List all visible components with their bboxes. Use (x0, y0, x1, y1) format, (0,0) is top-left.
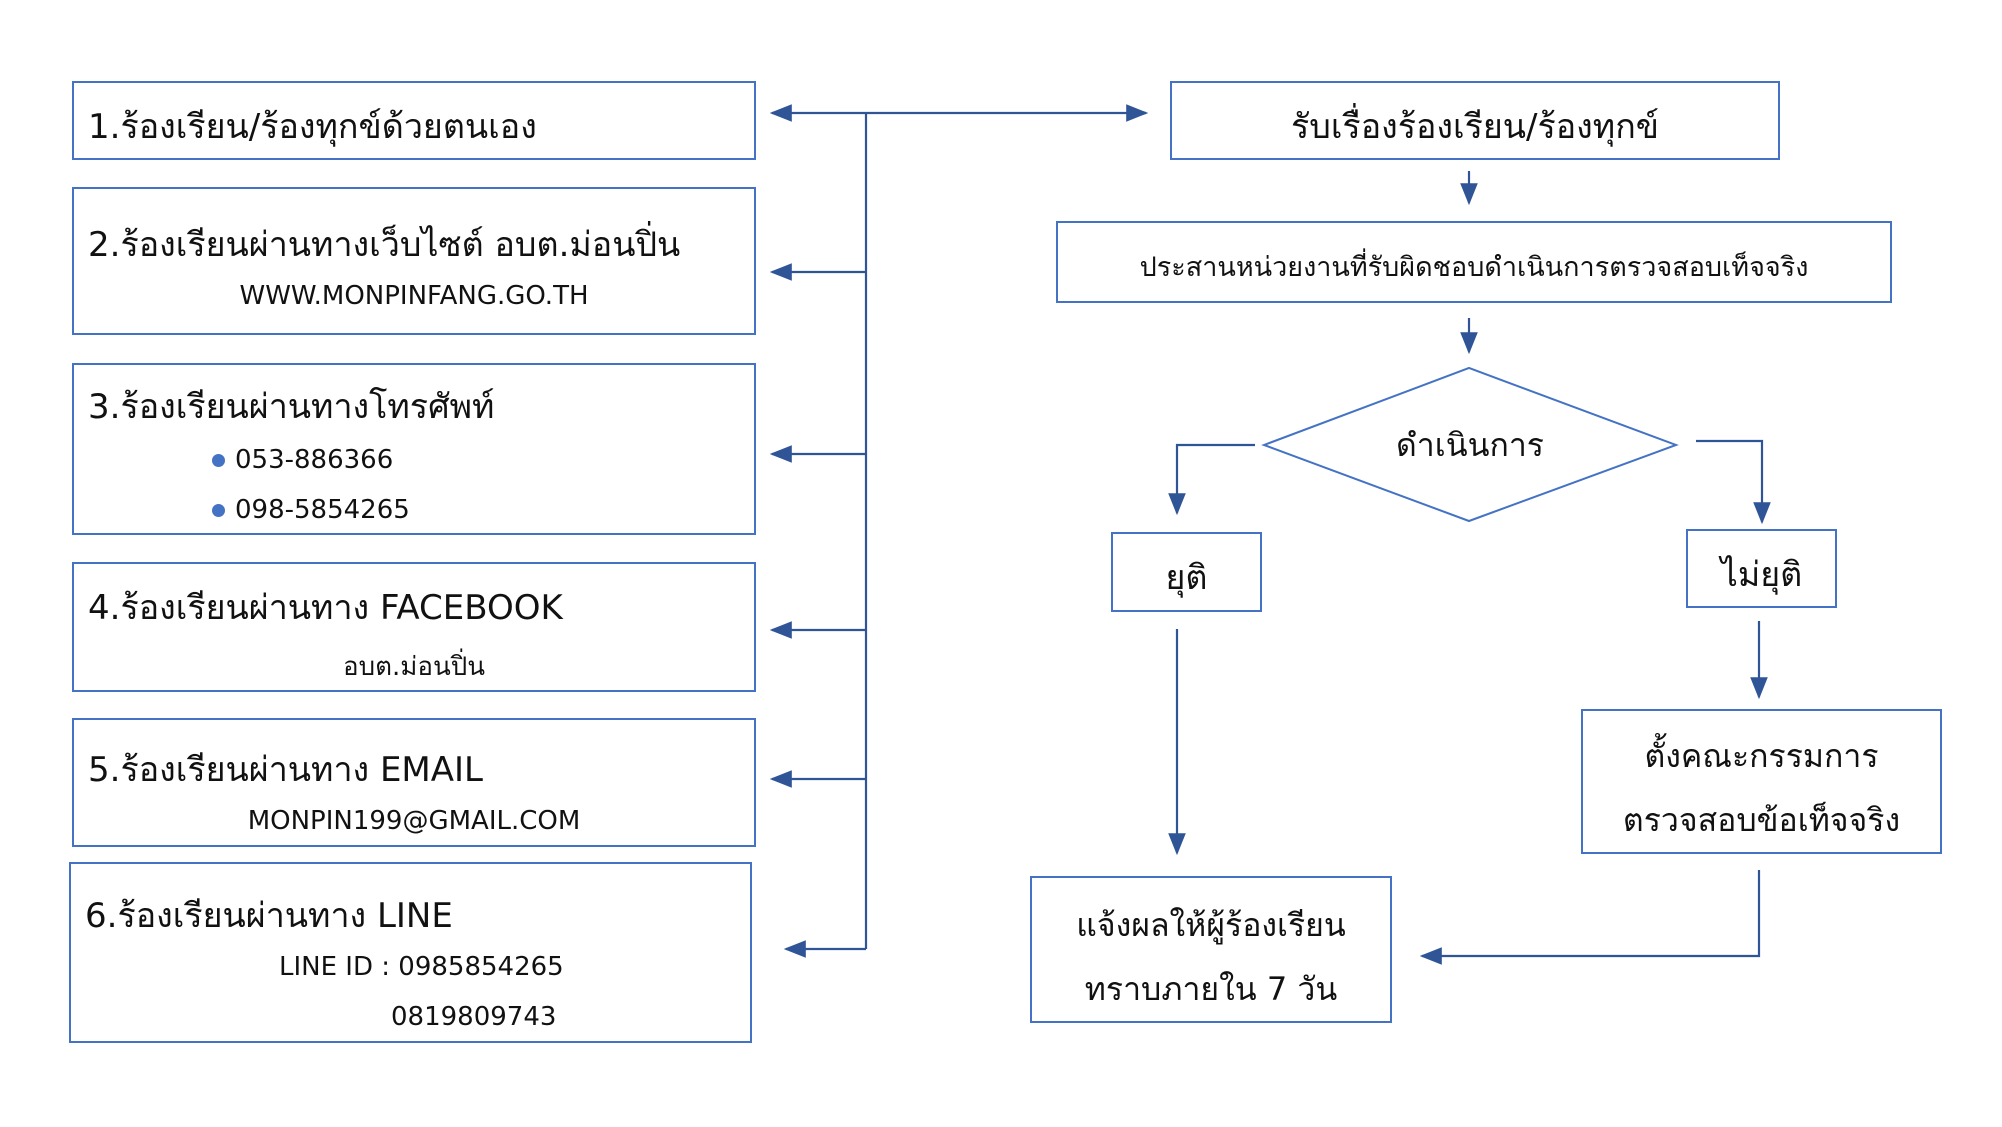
channel-4-box: 4.ร้องเรียนผ่านทาง FACEBOOK อบต.ม่อนปิ่น (72, 562, 756, 692)
channel-6-title: 6.ร้องเรียนผ่านทาง LINE (85, 896, 453, 936)
line-phone: 0819809743 (391, 1002, 557, 1032)
receive-box: รับเรื่องร้องเรียน/ร้องทุกข์ (1170, 81, 1780, 160)
arrow-to-not-ended (1696, 439, 1771, 525)
receive-label: รับเรื่องร้องเรียน/ร้องทุกข์ (1290, 107, 1660, 147)
channel-1-box: 1.ร้องเรียน/ร้องทุกข์ด้วยตนเอง (72, 81, 756, 160)
committee-line2: ตรวจสอบข้อเท็จจริง (1622, 801, 1901, 839)
committee-line1: ตั้งคณะกรรมการ (1644, 737, 1879, 775)
line-id: LINE ID : 0985854265 (279, 952, 564, 982)
not-ended-box: ไม่ยุติ (1686, 529, 1837, 608)
notify-line2: ทราบภายใน 7 วัน (1084, 970, 1338, 1008)
channel-5-title: 5.ร้องเรียนผ่านทาง EMAIL (88, 750, 483, 790)
bullet-icon (212, 504, 225, 517)
coordinate-label: ประสานหน่วยงานที่รับผิดชอบดำเนินการตรวจส… (1139, 252, 1809, 283)
channel-5-box: 5.ร้องเรียนผ่านทาง EMAIL MONPIN199@GMAIL… (72, 718, 756, 847)
committee-box: ตั้งคณะกรรมการ ตรวจสอบข้อเท็จจริง (1581, 709, 1942, 854)
phone-item: 053-886366 (212, 445, 393, 475)
facebook-name: อบต.ม่อนปิ่น (342, 652, 486, 682)
website-url[interactable]: WWW.MONPINFANG.GO.TH (239, 281, 589, 311)
channel-3-title: 3.ร้องเรียนผ่านทางโทรศัพท์ (88, 387, 495, 427)
channel-2-box: 2.ร้องเรียนผ่านทางเว็บไซต์ อบต.ม่อนปิ่น … (72, 187, 756, 335)
channel-4-title: 4.ร้องเรียนผ่านทาง FACEBOOK (88, 588, 563, 628)
arrow-to-ended (1168, 443, 1255, 516)
notify-box: แจ้งผลให้ผู้ร้องเรียน ทราบภายใน 7 วัน (1030, 876, 1392, 1023)
notify-line1: แจ้งผลให้ผู้ร้องเรียน (1076, 906, 1346, 944)
channel-6-box: 6.ร้องเรียนผ่านทาง LINE LINE ID : 098585… (69, 862, 752, 1043)
channel-2-title: 2.ร้องเรียนผ่านทางเว็บไซต์ อบต.ม่อนปิ่น (88, 225, 681, 265)
ended-label: ยุติ (1165, 558, 1208, 598)
coordinate-box: ประสานหน่วยงานที่รับผิดชอบดำเนินการตรวจส… (1056, 221, 1892, 303)
channel-1-title: 1.ร้องเรียน/ร้องทุกข์ด้วยตนเอง (88, 107, 537, 147)
email-address: MONPIN199@GMAIL.COM (247, 806, 581, 836)
not-ended-label: ไม่ยุติ (1720, 555, 1803, 595)
bullet-icon (212, 454, 225, 467)
decision-label: ดำเนินการ (1396, 426, 1544, 464)
phone-item: 098-5854265 (212, 495, 410, 525)
channel-3-box: 3.ร้องเรียนผ่านทางโทรศัพท์ 053-886366 09… (72, 363, 756, 535)
ended-box: ยุติ (1111, 532, 1262, 612)
decision-diamond (1261, 366, 1679, 523)
arrow-committee-to-notify (1419, 870, 1761, 965)
